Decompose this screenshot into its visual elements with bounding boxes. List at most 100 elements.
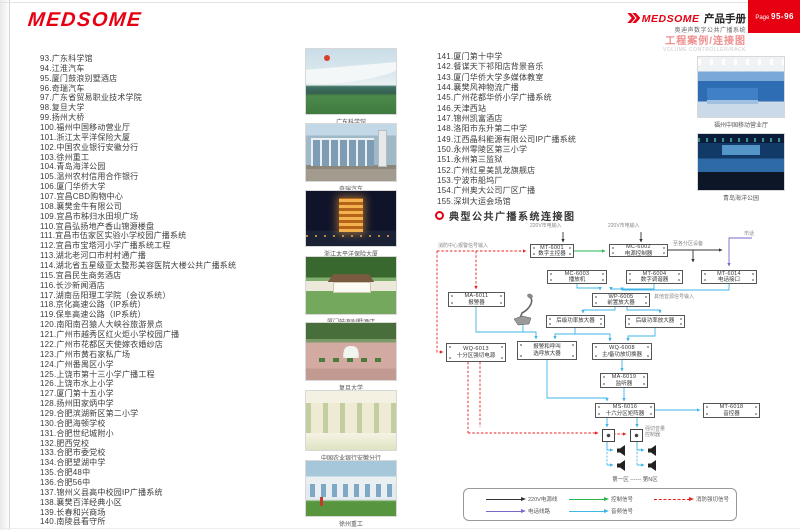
case-list-item: 105.温州农村信用合作银行 [40,172,139,182]
case-list-item: 111.宜昌市伍家区实验小学校园广播系统 [40,231,187,241]
photo-ocean-park: 青岛海洋公园 [697,133,785,202]
label-other-source: 其他音源信号输入 [654,294,695,300]
case-list-item: 123.广州市黄石家私广场 [40,349,131,359]
case-list-item: 146.天津西站 [437,103,487,113]
case-list-item: 97.广东省贸易职业技术学院 [40,93,142,103]
photo-caption: 广东科学馆 [305,117,397,126]
page-number: 95-96 [771,12,794,21]
volume-controller-icon [630,429,643,442]
case-list-item: 154.广州奥大公司厂区广播 [437,186,536,196]
photo-fudan-university: 复旦大学 [305,322,397,392]
case-list-item: 139.长春和兴商场 [40,507,106,517]
case-list-item: 133.合肥市委党校 [40,448,106,458]
photo-image [305,460,397,517]
photo-science-museum: 广东科学馆 [305,48,397,126]
label-zones: 第一区 ------ 第N区 [612,477,658,483]
case-list-item: 128.扬州田家炳中学 [40,399,114,409]
label-phone-line: 市话 [744,231,755,237]
case-list-item: 96.奇瑞汽车 [40,83,85,93]
scan-edge-left [0,0,10,530]
bullet-icon [435,211,444,220]
case-list-item: 125.上饶市第十三小学广播工程 [40,369,155,379]
case-list-item: 109.宜昌市秭归水田坝广场 [40,211,139,221]
case-list-item: 132.肥西党校 [40,438,90,448]
case-list-item: 115.宜昌民生商务酒店 [40,270,122,280]
case-list-item: 143.厦门华侨大学多媒体教室 [437,72,544,82]
case-list-item: 149.江西晶科能源有限公司IP广播系统 [437,134,577,144]
case-list-item: 112.宜昌市宝塔河小学广播系统工程 [40,241,171,251]
case-list-item: 106.厦门华侨大学 [40,182,106,192]
case-list-item: 119.保阜高速公路（IP系统） [40,310,146,320]
case-list-item: 151.永州第三监狱 [437,155,503,165]
photo-pacific-tower: 浙江太平洋保险大厦 [305,190,397,258]
case-list-item: 104.青岛海洋公园 [40,162,106,172]
brand-logo: MEDSOME [26,9,144,31]
photo-image [305,322,397,381]
microphone-icon [513,293,533,326]
connection-lines [436,232,752,471]
case-list-item: 137.锦州义县高中校园IP广播系统 [40,487,163,497]
case-list-item: 130.合肥海顿学校 [40,418,106,428]
case-list-item: 148.洛阳市东升第二中学 [437,124,528,134]
photo-caption: 奇瑞汽车 [305,184,397,193]
line-swatch-red-dashed [654,497,694,501]
case-list-item: 102.中国农业银行安徽分行 [40,142,139,152]
case-list-item: 126.上饶市水上小学 [40,379,114,389]
case-list-item: 95.厦门鼓浪别墅酒店 [40,73,118,83]
photo-china-mobile-hall: 福州中国移动营业厅 [697,56,785,129]
case-list-item: 147.锦州凯富酒店 [437,114,503,124]
case-list-item: 103.徐州重工 [40,152,90,162]
header-subtitle: 奥迪声数字公共广播系统 [674,27,746,34]
case-list-item: 99.扬州大桥 [40,113,85,123]
section-title-en: VOLUME CONTROLLER/RACK [663,47,746,54]
photo-caption: 中国农业银行安徽分行 [320,455,381,462]
case-list-item: 118.京化高速公路（IP系统） [40,300,146,310]
case-list-item: 135.合肥48中 [40,468,91,478]
case-list-item: 100.福州中国移动营业厅 [40,123,131,133]
diagram-legend: 220V电源线 控制信号 消防强切信号 电话线路 音频信号 [463,488,737,521]
case-list-item: 153.宁波市船坞厂 [437,176,503,186]
photo-bank-interior: 中国农业银行安徽分行 [305,390,397,462]
section-title: 工程案例/连接图 [665,36,746,48]
case-list-item: 129.合肥滨湖新区第二小学 [40,408,139,418]
photo-caption: 青岛海洋公园 [722,195,759,202]
diagram-box-call-selector: 报警和呼叫选呼放大器 [517,341,577,360]
case-list-item: 136.合肥56中 [40,477,91,487]
case-list-item: 152.广州红星美凯龙旗舰店 [437,165,536,175]
header-brand-suffix: 产品手册 [704,13,746,25]
photo-villa-hotel: 厦门鼓浪别墅酒店 [305,256,397,326]
header-brand: MEDSOME [641,13,700,25]
case-list-item: 107.宜昌CBD购物中心 [40,192,124,202]
case-list-item: 113.湖北老河口市村村通广播 [40,251,146,261]
case-list-item: 122.广州市花都区天使嫁衣婚纱店 [40,339,163,349]
case-list-item: 117.湖南岳阳理工学院（会议系统） [40,290,171,300]
photo-image [697,56,785,118]
page-label: Page [755,15,770,21]
photo-caption: 徐州重工 [338,521,363,528]
case-list-item: 127.厦门第十五小学 [40,389,114,399]
photo-image [305,123,397,182]
line-swatch-purple [486,509,526,513]
photo-caption: 浙江太平洋保险大厦 [323,251,378,258]
diagram-title: 典型公共广播系统连接图 [435,208,576,223]
case-list-item: 150.永州零陵区第三小学 [437,145,528,155]
case-list-item: 121.广州市越秀区红火炬小学校园广播 [40,330,180,340]
case-list-item: 145.广州花都华侨小学广播系统 [437,93,552,103]
case-list-item: 114.湖北省五星级亚太整形美容医院大楼公共广播系统 [40,261,237,271]
volume-controller-icon [602,429,615,442]
photo-image [697,133,785,191]
case-list-item: 144.襄樊风神物流广播 [437,83,519,93]
case-list-item: 124.广州番禺区小学 [40,359,114,369]
case-list-item: 155.深圳大运会场馆 [437,196,511,206]
case-list-item: 116.长沙新闻酒店 [40,280,105,290]
case-list-item: 141.厦门第十中学 [437,52,503,61]
